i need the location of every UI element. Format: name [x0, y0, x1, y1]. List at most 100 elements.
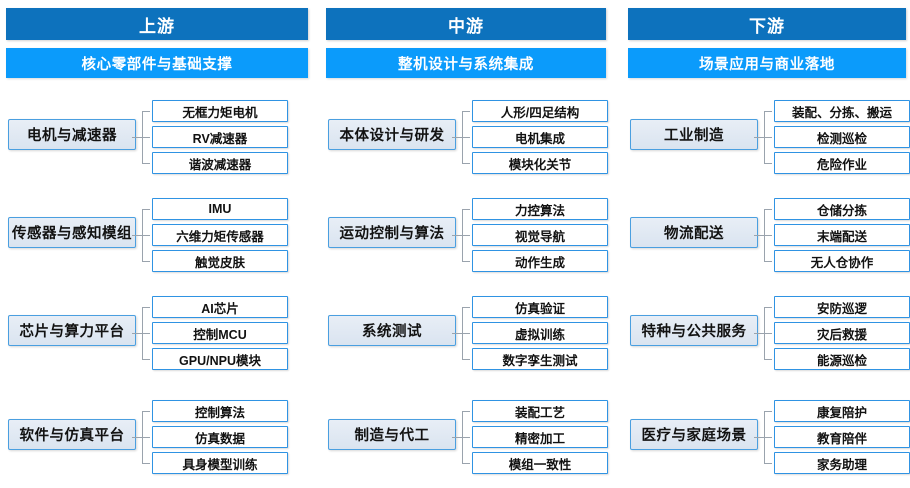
child-node[interactable]: 仓储分拣	[774, 198, 910, 220]
connector-stub-1	[142, 137, 150, 139]
child-node[interactable]: 触觉皮肤	[152, 250, 288, 272]
child-node[interactable]: IMU	[152, 198, 288, 220]
parent-node[interactable]: 传感器与感知模组	[8, 217, 136, 248]
child-node[interactable]: 灾后救援	[774, 322, 910, 344]
connector-stub-0	[764, 111, 772, 113]
child-node[interactable]: 装配、分拣、搬运	[774, 100, 910, 122]
child-node-list: 力控算法视觉导航动作生成	[472, 198, 608, 272]
child-node[interactable]: 模块化关节	[472, 152, 608, 174]
child-node[interactable]: 家务助理	[774, 452, 910, 474]
child-node[interactable]: 谐波减速器	[152, 152, 288, 174]
parent-node[interactable]: 电机与减速器	[8, 119, 136, 150]
child-node[interactable]: 康复陪护	[774, 400, 910, 422]
child-node[interactable]: 模组一致性	[472, 452, 608, 474]
child-node[interactable]: 数字孪生测试	[472, 348, 608, 370]
parent-node[interactable]: 物流配送	[630, 217, 758, 248]
node-group-1-2: 系统测试仿真验证虚拟训练数字孪生测试	[320, 296, 610, 370]
parent-node[interactable]: 运动控制与算法	[328, 217, 456, 248]
connector-stub-2	[142, 463, 150, 465]
stage-header-1: 整机设计与系统集成	[326, 48, 606, 78]
child-node[interactable]: 检测巡检	[774, 126, 910, 148]
child-node[interactable]: 人形/四足结构	[472, 100, 608, 122]
connector-stub-1	[462, 235, 470, 237]
node-group-1-3: 制造与代工装配工艺精密加工模组一致性	[320, 400, 610, 474]
child-node-list: 装配工艺精密加工模组一致性	[472, 400, 608, 474]
stage-header-0: 核心零部件与基础支撑	[6, 48, 308, 78]
child-node-list: 仿真验证虚拟训练数字孪生测试	[472, 296, 608, 370]
child-node[interactable]: 仿真验证	[472, 296, 608, 318]
node-group-0-1: 传感器与感知模组 IMU 六维力矩传感器触觉皮肤	[0, 198, 312, 272]
connector-stub-0	[142, 307, 150, 309]
node-group-1-1: 运动控制与算法力控算法视觉导航动作生成	[320, 198, 610, 272]
connector-stub-parent	[132, 235, 142, 237]
child-node[interactable]: 装配工艺	[472, 400, 608, 422]
connector-stub-2	[142, 261, 150, 263]
node-group-2-2: 特种与公共服务安防巡逻灾后救援能源巡检	[622, 296, 910, 370]
child-node-list: 仓储分拣末端配送无人仓协作	[774, 198, 910, 272]
child-node[interactable]: 无人仓协作	[774, 250, 910, 272]
child-node[interactable]: 虚拟训练	[472, 322, 608, 344]
connector-bracket	[132, 306, 150, 361]
connector-stub-0	[142, 111, 150, 113]
child-node[interactable]: 危险作业	[774, 152, 910, 174]
child-node[interactable]: RV减速器	[152, 126, 288, 148]
child-node[interactable]: 控制MCU	[152, 322, 288, 344]
child-node[interactable]: 动作生成	[472, 250, 608, 272]
parent-node[interactable]: 本体设计与研发	[328, 119, 456, 150]
connector-stub-1	[764, 137, 772, 139]
parent-node[interactable]: 制造与代工	[328, 419, 456, 450]
child-node[interactable]: 能源巡检	[774, 348, 910, 370]
connector-stub-parent	[132, 437, 142, 439]
child-node-list: IMU 六维力矩传感器触觉皮肤	[152, 198, 288, 272]
connector-bracket	[754, 110, 772, 165]
connector-stub-2	[764, 463, 772, 465]
child-node[interactable]: 教育陪伴	[774, 426, 910, 448]
child-node[interactable]: 控制算法	[152, 400, 288, 422]
connector-stub-1	[142, 333, 150, 335]
child-node[interactable]: 力控算法	[472, 198, 608, 220]
parent-node[interactable]: 特种与公共服务	[630, 315, 758, 346]
connector-stub-0	[142, 411, 150, 413]
connector-bracket	[452, 110, 470, 165]
child-node[interactable]: 具身模型训练	[152, 452, 288, 474]
child-node-list: 康复陪护教育陪伴家务助理	[774, 400, 910, 474]
node-group-0-2: 芯片与算力平台 AI芯片控制MCU GPU/NPU模块	[0, 296, 312, 370]
connector-bracket	[452, 306, 470, 361]
child-node[interactable]: 仿真数据	[152, 426, 288, 448]
child-node[interactable]: 视觉导航	[472, 224, 608, 246]
connector-stub-1	[142, 437, 150, 439]
connector-bracket	[132, 110, 150, 165]
parent-node[interactable]: 工业制造	[630, 119, 758, 150]
child-node[interactable]: 安防巡逻	[774, 296, 910, 318]
child-node[interactable]: GPU/NPU模块	[152, 348, 288, 370]
connector-stub-parent	[754, 333, 764, 335]
child-node[interactable]: 无框力矩电机	[152, 100, 288, 122]
child-node-list: 无框力矩电机 RV减速器谐波减速器	[152, 100, 288, 174]
child-node[interactable]: 六维力矩传感器	[152, 224, 288, 246]
parent-node[interactable]: 软件与仿真平台	[8, 419, 136, 450]
node-group-2-3: 医疗与家庭场景康复陪护教育陪伴家务助理	[622, 400, 910, 474]
connector-bracket	[452, 208, 470, 263]
child-node[interactable]: 精密加工	[472, 426, 608, 448]
chain-column-1: 中游整机设计与系统集成本体设计与研发人形/四足结构电机集成模块化关节运动控制与算…	[320, 0, 610, 488]
child-node[interactable]: 末端配送	[774, 224, 910, 246]
connector-stub-parent	[132, 333, 142, 335]
connector-stub-1	[462, 333, 470, 335]
connector-bracket	[132, 410, 150, 465]
parent-node[interactable]: 医疗与家庭场景	[630, 419, 758, 450]
parent-node[interactable]: 芯片与算力平台	[8, 315, 136, 346]
chain-column-0: 上游核心零部件与基础支撑电机与减速器无框力矩电机 RV减速器谐波减速器传感器与感知…	[0, 0, 312, 488]
connector-stub-parent	[754, 437, 764, 439]
connector-stub-2	[764, 261, 772, 263]
connector-stub-parent	[132, 137, 142, 139]
connector-bracket	[754, 306, 772, 361]
node-group-1-0: 本体设计与研发人形/四足结构电机集成模块化关节	[320, 100, 610, 174]
connector-stub-0	[764, 411, 772, 413]
tier-header-2: 下游	[628, 8, 906, 40]
tier-header-0: 上游	[6, 8, 308, 40]
parent-node[interactable]: 系统测试	[328, 315, 456, 346]
child-node[interactable]: 电机集成	[472, 126, 608, 148]
child-node[interactable]: AI芯片	[152, 296, 288, 318]
connector-stub-2	[462, 261, 470, 263]
chain-column-2: 下游场景应用与商业落地工业制造装配、分拣、搬运检测巡检危险作业物流配送仓储分拣末…	[622, 0, 910, 488]
